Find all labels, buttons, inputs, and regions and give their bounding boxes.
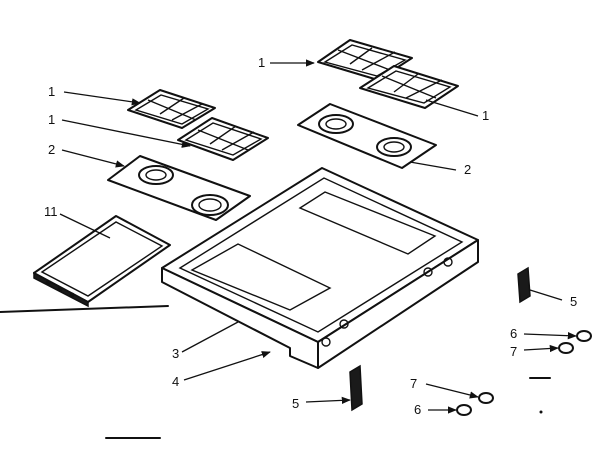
knob-7a (558, 342, 574, 354)
label-part-2: 2 (464, 162, 471, 177)
hinge-bracket-right (517, 266, 531, 304)
label-part-5: 5 (292, 396, 299, 411)
burner-grate-top-right (317, 39, 459, 109)
burner-tray-left (107, 155, 251, 221)
label-part-5: 5 (570, 294, 577, 309)
knob-7b (478, 392, 494, 404)
cooktop-frame (161, 167, 479, 369)
burner-grate-left (127, 89, 269, 161)
label-part-4: 4 (172, 374, 179, 389)
knob-6b (456, 404, 472, 416)
label-part-6: 6 (510, 326, 517, 341)
label-part-11: 11 (44, 204, 58, 219)
label-part-1: 1 (258, 55, 265, 70)
control-panel (33, 215, 171, 308)
label-part-1: 1 (48, 84, 55, 99)
label-part-1: 1 (482, 108, 489, 123)
label-part-3: 3 (172, 346, 179, 361)
label-part-7: 7 (510, 344, 517, 359)
label-part-7: 7 (410, 376, 417, 391)
leader-lines (59, 59, 577, 414)
reference-line (0, 305, 169, 313)
dot-mark (539, 410, 543, 414)
label-part-2: 2 (48, 142, 55, 157)
label-part-1: 1 (48, 112, 55, 127)
label-part-6: 6 (414, 402, 421, 417)
hinge-bracket-left (349, 364, 363, 412)
knob-6a (576, 330, 592, 342)
burner-tray-right (297, 103, 437, 169)
